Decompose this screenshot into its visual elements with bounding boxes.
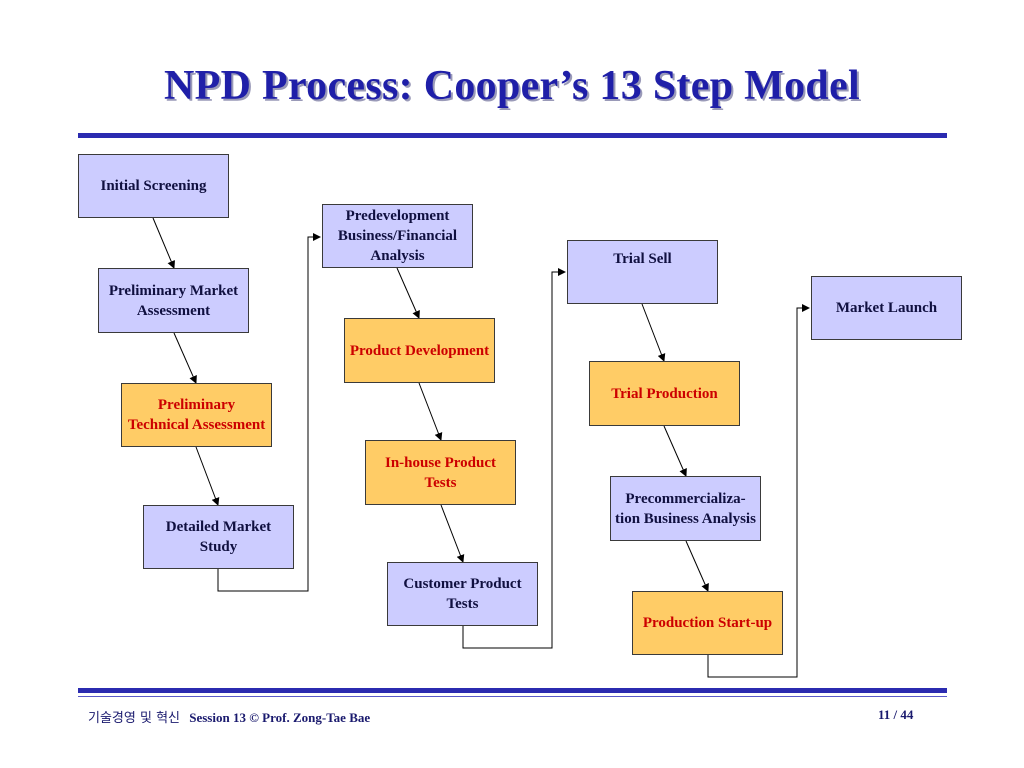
title-divider: [78, 133, 947, 138]
step-trial-sell: Trial Sell: [567, 240, 718, 304]
arrow-precommercialization-to-startup: [685, 540, 709, 592]
step-precommercialization-analysis: Precommercializa-tion Business Analysis: [610, 476, 761, 541]
footer-course: 기술경영 및 혁신 Session 13 © Prof. Zong-Tae Ba…: [88, 707, 370, 726]
arrow-technical-to-detailed: [195, 446, 220, 506]
footer-session: Session 13 © Prof. Zong-Tae Bae: [189, 710, 371, 725]
step-detailed-market-study: Detailed Market Study: [143, 505, 294, 569]
step-production-startup: Production Start-up: [632, 591, 783, 655]
step-preliminary-market-assessment: Preliminary Market Assessment: [98, 268, 249, 333]
arrow-customer-to-trial-sell: [462, 268, 566, 649]
footer-page-number: 11 / 44: [878, 707, 914, 722]
arrow-inhouse-to-customer: [440, 504, 465, 563]
page-title: NPD Process: Cooper’s 13 Step Model: [164, 63, 860, 109]
arrow-trial-production-to-precommercialization: [663, 425, 687, 477]
step-initial-screening: Initial Screening: [78, 154, 229, 218]
arrow-trial-sell-to-trial-production: [641, 303, 666, 362]
step-trial-production: Trial Production: [589, 361, 740, 426]
arrow-market-to-technical: [173, 332, 197, 384]
step-predevelopment-analysis: Predevelopment Business/Financial Analys…: [322, 204, 473, 268]
arrow-startup-to-market-launch: [707, 304, 810, 678]
footer-divider-thin: [78, 696, 947, 697]
step-inhouse-product-tests: In-house Product Tests: [365, 440, 516, 505]
footer-course-title: 기술경영 및 혁신: [88, 711, 180, 726]
step-product-development: Product Development: [344, 318, 495, 383]
arrow-predevelopment-to-development: [396, 267, 420, 319]
arrow-screening-to-market: [152, 217, 175, 269]
arrow-detailed-to-predevelopment: [217, 233, 321, 592]
step-customer-product-tests: Customer Product Tests: [387, 562, 538, 626]
footer-divider: [78, 688, 947, 693]
arrow-development-to-inhouse: [418, 382, 443, 441]
step-preliminary-technical-assessment: Preliminary Technical Assessment: [121, 383, 272, 447]
step-market-launch: Market Launch: [811, 276, 962, 340]
